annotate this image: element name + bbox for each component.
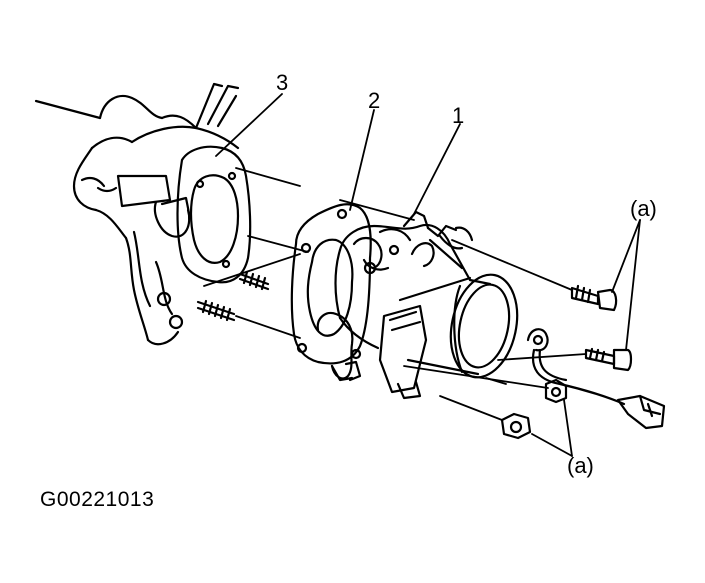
studs: [196, 270, 270, 322]
alignment-lines: [203, 167, 587, 421]
callout-intake-manifold: 3: [276, 70, 289, 95]
callout-nuts: (a): [567, 453, 594, 478]
nuts: [500, 378, 568, 440]
callout-throttle-body: 1: [452, 103, 465, 128]
ground-wire: [526, 328, 666, 430]
intake-manifold: [34, 82, 252, 346]
callout-bolts: (a): [630, 196, 657, 221]
bolts: [570, 284, 633, 372]
leader-lines: [215, 93, 641, 457]
callout-gasket: 2: [368, 88, 381, 113]
figure-id: G00221013: [40, 488, 155, 511]
throttle-body: [316, 210, 519, 400]
